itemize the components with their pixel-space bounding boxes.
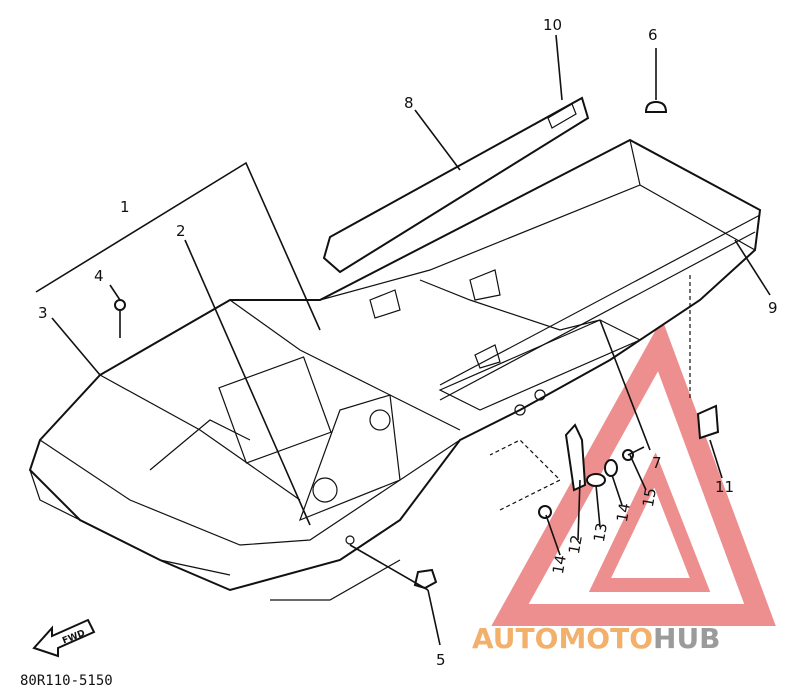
callout-3: 3 (38, 304, 48, 322)
frame-body (28, 138, 762, 601)
callout-13: 13 (590, 522, 611, 544)
callout-5: 5 (436, 651, 446, 669)
callout-6: 6 (648, 26, 658, 44)
callout-2: 2 (176, 222, 186, 240)
small-parts (114, 100, 720, 590)
watermark-hub: HUB (653, 622, 721, 655)
fwd-arrow: FWD (32, 618, 96, 658)
watermark-text: AUTOMOTOHUB (472, 622, 721, 655)
seat-strip (322, 96, 590, 274)
callout-10: 10 (543, 16, 562, 34)
callout-15: 15 (639, 487, 660, 509)
callout-14b: 14 (613, 502, 634, 524)
callout-8: 8 (404, 94, 414, 112)
callout-9: 9 (768, 299, 778, 317)
part-code: 80R110-5150 (20, 673, 113, 689)
leader-lines (35, 34, 771, 646)
callout-4: 4 (94, 267, 104, 285)
callout-7: 7 (652, 454, 662, 472)
callout-labels: 1 2 3 4 5 6 7 8 9 10 11 12 13 14 14 15 (38, 16, 778, 669)
callout-11: 11 (715, 478, 734, 496)
watermark-automoto: AUTOMOTO (472, 622, 653, 655)
callout-14a: 14 (549, 554, 570, 576)
callout-12: 12 (565, 534, 586, 556)
callout-1: 1 (120, 198, 130, 216)
